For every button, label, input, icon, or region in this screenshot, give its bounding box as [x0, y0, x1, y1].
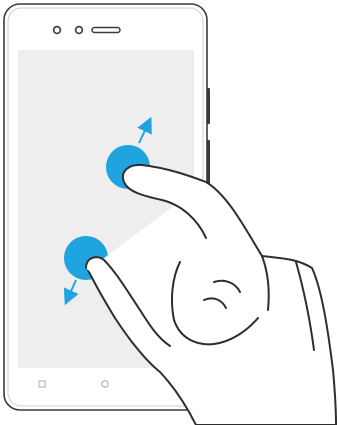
hand-curled-finger [171, 261, 259, 346]
hand-thumb [85, 256, 171, 347]
square-nav-icon [38, 380, 46, 388]
volume-button [207, 88, 210, 124]
arrow-upper [137, 116, 152, 144]
sensor-dot-icon [74, 25, 84, 35]
camera-dot-icon [52, 25, 62, 35]
hand-icon [85, 163, 337, 425]
phone-device [3, 3, 210, 411]
power-button [207, 140, 210, 192]
circle-nav-icon [101, 380, 109, 388]
hand-palm-crease [261, 255, 315, 351]
hand-knuckle-crease [203, 279, 241, 309]
hand-index-finger [122, 163, 207, 239]
speaker-grille-icon [91, 26, 121, 34]
arrow-lower [63, 279, 79, 306]
